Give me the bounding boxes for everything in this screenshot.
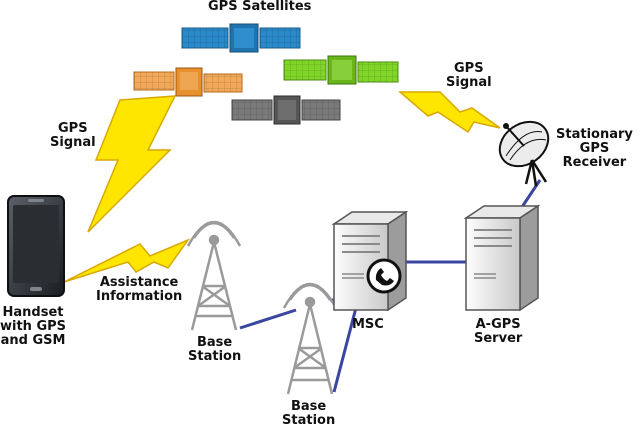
- satellite-icon: [283, 55, 399, 85]
- label-stationary-gps-receiver: Stationary GPS Receiver: [556, 127, 633, 170]
- satellite-icon: [181, 23, 301, 53]
- satellite-icon: [133, 67, 243, 97]
- label-msc: MSC: [352, 317, 384, 332]
- link-base-station-2-down-to-msc: [332, 299, 360, 393]
- lightning-bolt-icon: [87, 95, 177, 233]
- lightning-bolt-icon: [397, 91, 501, 134]
- lightning-bolt-icon: [63, 238, 191, 283]
- label-gps-signal-right: GPS Signal: [446, 61, 492, 90]
- radio-tower-icon: [282, 282, 338, 395]
- satellite-icon: [231, 95, 341, 125]
- link-base-station-1-to-base-station-2: [239, 308, 297, 330]
- label-assistance-information: Assistance Information: [96, 275, 183, 304]
- label-handset: Handset with GPS and GSM: [0, 305, 67, 348]
- label-base-station-1: Base Station: [188, 335, 242, 364]
- server-icon: [463, 204, 541, 312]
- smartphone-icon: [7, 195, 65, 297]
- radio-tower-icon: [186, 220, 242, 331]
- title-gps-satellites: GPS Satellites: [208, 0, 312, 14]
- label-agps-server: A-GPS Server: [474, 317, 523, 346]
- label-gps-signal-left: GPS Signal: [50, 121, 96, 150]
- label-base-station-2: Base Station: [282, 399, 336, 428]
- server-icon: [331, 210, 409, 312]
- phone-icon: [366, 258, 402, 294]
- satellite-dish-icon: [498, 120, 550, 187]
